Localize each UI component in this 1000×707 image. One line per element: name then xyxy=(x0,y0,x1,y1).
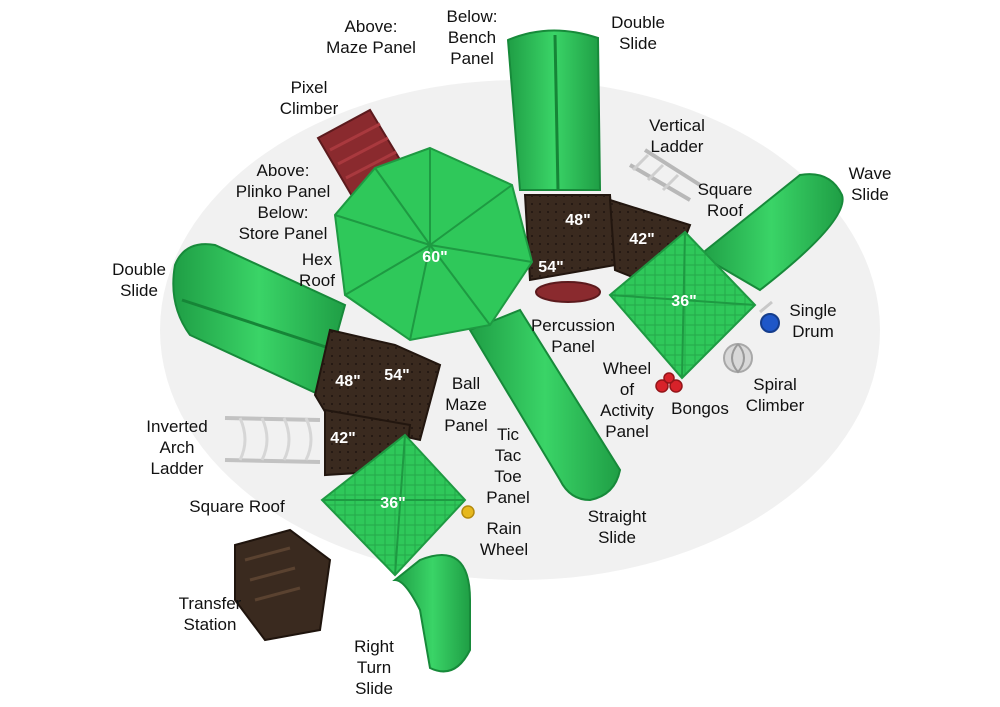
deck-42-left-label: 42" xyxy=(330,430,355,447)
label-above-maze-panel: Above: Maze Panel xyxy=(326,17,416,57)
hex-roof xyxy=(333,146,534,342)
label-single-drum: Single Drum xyxy=(789,301,837,341)
label-bongos: Bongos xyxy=(671,399,729,418)
label-spiral-climber: Spiral Climber xyxy=(745,375,805,415)
label-straight-slide: Straight Slide xyxy=(587,507,647,547)
height-labels: 60" 48" 42" 54" 36" 48" 54" 42" 36" xyxy=(330,212,696,512)
square-roof-left xyxy=(320,433,467,577)
square-roof-36-right-label: 36" xyxy=(671,293,696,310)
square-roof-36-left-label: 36" xyxy=(380,495,405,512)
label-pixel-climber: Pixel Climber xyxy=(279,78,339,118)
label-ball-maze-panel: Ball Maze Panel xyxy=(444,374,488,435)
deck-top-right xyxy=(523,194,692,292)
label-wave-slide: Wave Slide xyxy=(848,164,892,204)
label-rain-wheel: Rain Wheel xyxy=(479,519,529,559)
label-vertical-ladder: Vertical Ladder xyxy=(649,116,705,156)
rain-wheel xyxy=(461,505,475,519)
deck-54-left-label: 54" xyxy=(384,367,409,384)
square-roof-right xyxy=(608,230,757,380)
label-tic-tac-toe-panel: Tic Tac Toe Panel xyxy=(486,425,530,507)
label-percussion-panel: Percussion Panel xyxy=(530,316,616,356)
label-double-slide-top: Double Slide xyxy=(611,13,665,53)
label-below-bench-panel: Below: Bench Panel xyxy=(446,7,498,68)
deck-54-top-label: 54" xyxy=(538,259,563,276)
transfer-station xyxy=(234,528,332,642)
label-transfer-station: Transfer Station xyxy=(178,594,242,634)
double-slide-top xyxy=(506,29,602,191)
label-above-plinko-below-store: Above: Plinko Panel Below: Store Panel xyxy=(235,161,331,243)
spiral-climber xyxy=(723,343,753,374)
inverted-arch-ladder xyxy=(224,416,321,464)
deck-42-top-label: 42" xyxy=(629,231,654,248)
label-right-turn-slide: Right Turn Slide xyxy=(354,637,394,698)
hex-roof-height-label: 60" xyxy=(422,249,447,266)
right-turn-slide xyxy=(392,554,471,673)
vertical-ladder xyxy=(628,148,702,202)
wave-slide xyxy=(698,173,844,292)
straight-slide xyxy=(468,308,622,502)
label-double-slide-left: Double Slide xyxy=(112,260,166,300)
label-hex-roof: Hex Roof xyxy=(299,250,335,290)
deck-48-left-label: 48" xyxy=(335,373,360,390)
label-square-roof-left: Square Roof xyxy=(189,497,285,516)
label-wheel-of-activity-panel: Wheel of Activity Panel xyxy=(600,359,654,441)
label-inverted-arch-ladder: Inverted Arch Ladder xyxy=(146,417,208,478)
bongos xyxy=(655,372,683,393)
deck-48-top-label: 48" xyxy=(565,212,590,229)
label-square-roof-right: Square Roof xyxy=(697,180,753,220)
percussion-panel xyxy=(535,281,601,303)
single-drum xyxy=(759,300,780,333)
